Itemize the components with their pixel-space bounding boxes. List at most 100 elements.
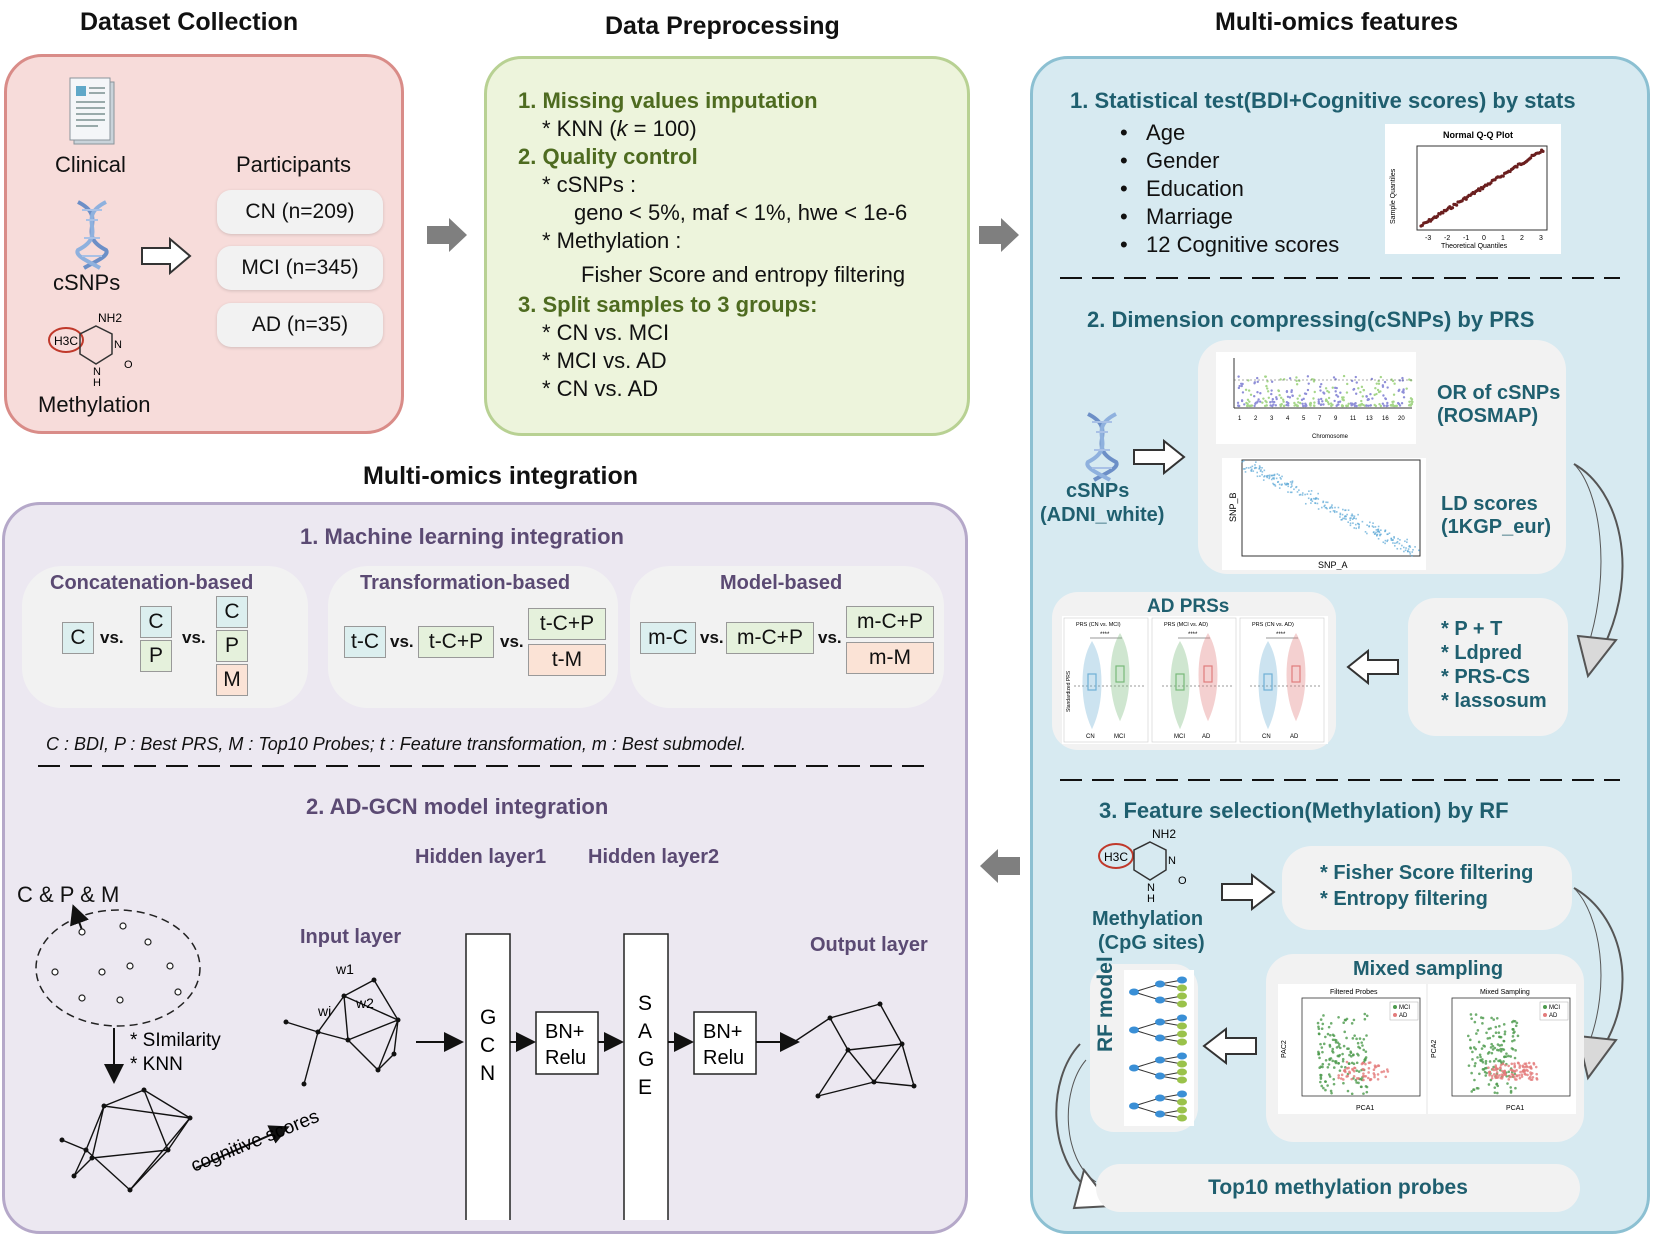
mci-point	[1346, 1089, 1350, 1093]
graph-edge	[347, 1039, 379, 1071]
ad-point	[1494, 1076, 1498, 1080]
snp-point	[1253, 395, 1256, 398]
mci-point	[1353, 1034, 1356, 1037]
dna-icon	[1085, 412, 1119, 482]
graph-edge	[343, 995, 399, 1021]
mci-point	[1331, 1059, 1334, 1063]
ad-point	[1344, 1070, 1347, 1074]
snp-point	[1377, 390, 1381, 394]
ld-cell	[1376, 534, 1378, 537]
mci-point	[1321, 1062, 1325, 1066]
snp-point	[1241, 391, 1245, 394]
mci-point	[1317, 1032, 1321, 1036]
ld-cell	[1299, 493, 1302, 496]
mci-point	[1489, 1046, 1493, 1049]
mci-point	[1360, 1041, 1364, 1044]
mci-point	[1466, 1034, 1470, 1038]
svg-text:AD: AD	[1399, 1013, 1408, 1019]
mci-point	[1516, 1034, 1520, 1038]
ld-cell	[1351, 518, 1354, 520]
curved-arrow-icon	[1573, 887, 1624, 1081]
mci-point	[1481, 1068, 1485, 1071]
graph-edge	[847, 1043, 903, 1051]
graph-edge	[377, 1019, 399, 1071]
ld-cell	[1258, 465, 1261, 467]
ld-cell	[1397, 537, 1399, 540]
snp-point	[1322, 403, 1325, 406]
ad-point	[1516, 1061, 1520, 1065]
ld-cell	[1355, 517, 1357, 520]
mci-point	[1347, 1062, 1351, 1065]
mci-point	[1502, 1023, 1506, 1026]
ld-cell	[1251, 465, 1254, 468]
mci-point	[1352, 1018, 1356, 1022]
ld-cell	[1373, 531, 1375, 533]
graph-edge	[873, 1043, 903, 1083]
snp-point	[1319, 403, 1323, 407]
c-box: C	[140, 606, 172, 638]
snp-point	[1333, 386, 1337, 390]
qq-tick-label: 0	[1482, 235, 1486, 242]
graph-node	[127, 1187, 133, 1193]
mci-point	[1343, 1030, 1347, 1034]
output-probes-card: Top10 methylation probes	[1096, 1164, 1580, 1212]
snp-point	[1335, 393, 1338, 397]
snp-point	[1382, 394, 1385, 397]
tree-node	[1177, 1038, 1187, 1046]
svg-text:H: H	[1147, 893, 1155, 905]
flow-arrow-icon	[427, 218, 467, 252]
mci-point	[1342, 1081, 1345, 1085]
mci-point	[1490, 1042, 1493, 1046]
ld-cell	[1342, 517, 1344, 520]
ld-cell	[1349, 519, 1352, 521]
ld-cell	[1269, 474, 1271, 477]
m-cp-box: m-C+P	[846, 606, 934, 638]
prep-step1-item: * KNN (k = 100)	[542, 116, 697, 141]
mci-point	[1469, 1046, 1472, 1049]
snp-point	[1383, 380, 1387, 384]
ld-cell	[1333, 511, 1336, 514]
violin-group-label: CN	[1086, 734, 1095, 740]
snp-point	[1400, 402, 1404, 405]
snp-point	[1309, 401, 1312, 405]
graph-node	[395, 1017, 401, 1023]
ld-cell	[1277, 480, 1280, 483]
snp-point	[1246, 398, 1250, 402]
qq-point	[1450, 206, 1455, 210]
ld-cell	[1393, 545, 1396, 547]
ld-cell	[1317, 498, 1320, 500]
ad-point	[1526, 1069, 1529, 1073]
svg-text:C: C	[480, 1034, 495, 1057]
svg-text:N: N	[114, 339, 122, 351]
snp-point	[1285, 390, 1289, 394]
gcn-diagram: * SImilarity * KNN cognitive scores w1 w…	[35, 904, 917, 1220]
ld-cell	[1296, 491, 1299, 493]
mci-point	[1337, 1015, 1340, 1019]
mci-point	[1319, 1073, 1323, 1077]
snp-point	[1237, 386, 1241, 390]
svg-text:NH2: NH2	[98, 311, 122, 325]
ld-cell	[1371, 525, 1374, 527]
mci-point	[1499, 1049, 1503, 1053]
ld-cell	[1401, 544, 1403, 547]
violin-group-label: AD	[1202, 734, 1211, 740]
ld-cell	[1331, 507, 1334, 509]
mci-point	[1361, 1044, 1364, 1047]
mci-point	[1333, 1060, 1337, 1063]
tree-node	[1177, 1014, 1187, 1022]
ad-point	[1380, 1070, 1383, 1074]
snp-point	[1409, 379, 1413, 382]
ld-cell	[1295, 485, 1298, 488]
integration-title: Multi-omics integration	[363, 462, 638, 490]
snp-point	[1341, 396, 1344, 399]
svg-text:PCA1: PCA1	[1356, 1105, 1374, 1112]
ad-point	[1376, 1073, 1380, 1076]
snp-point	[1271, 397, 1275, 401]
ad-point	[1528, 1066, 1531, 1069]
mci-point	[1364, 1050, 1368, 1053]
mci-point	[1495, 1082, 1498, 1086]
mci-point	[1330, 1091, 1333, 1095]
mci-point	[1496, 1091, 1499, 1095]
ad-point	[1345, 1060, 1349, 1064]
ld-cell	[1376, 530, 1379, 533]
